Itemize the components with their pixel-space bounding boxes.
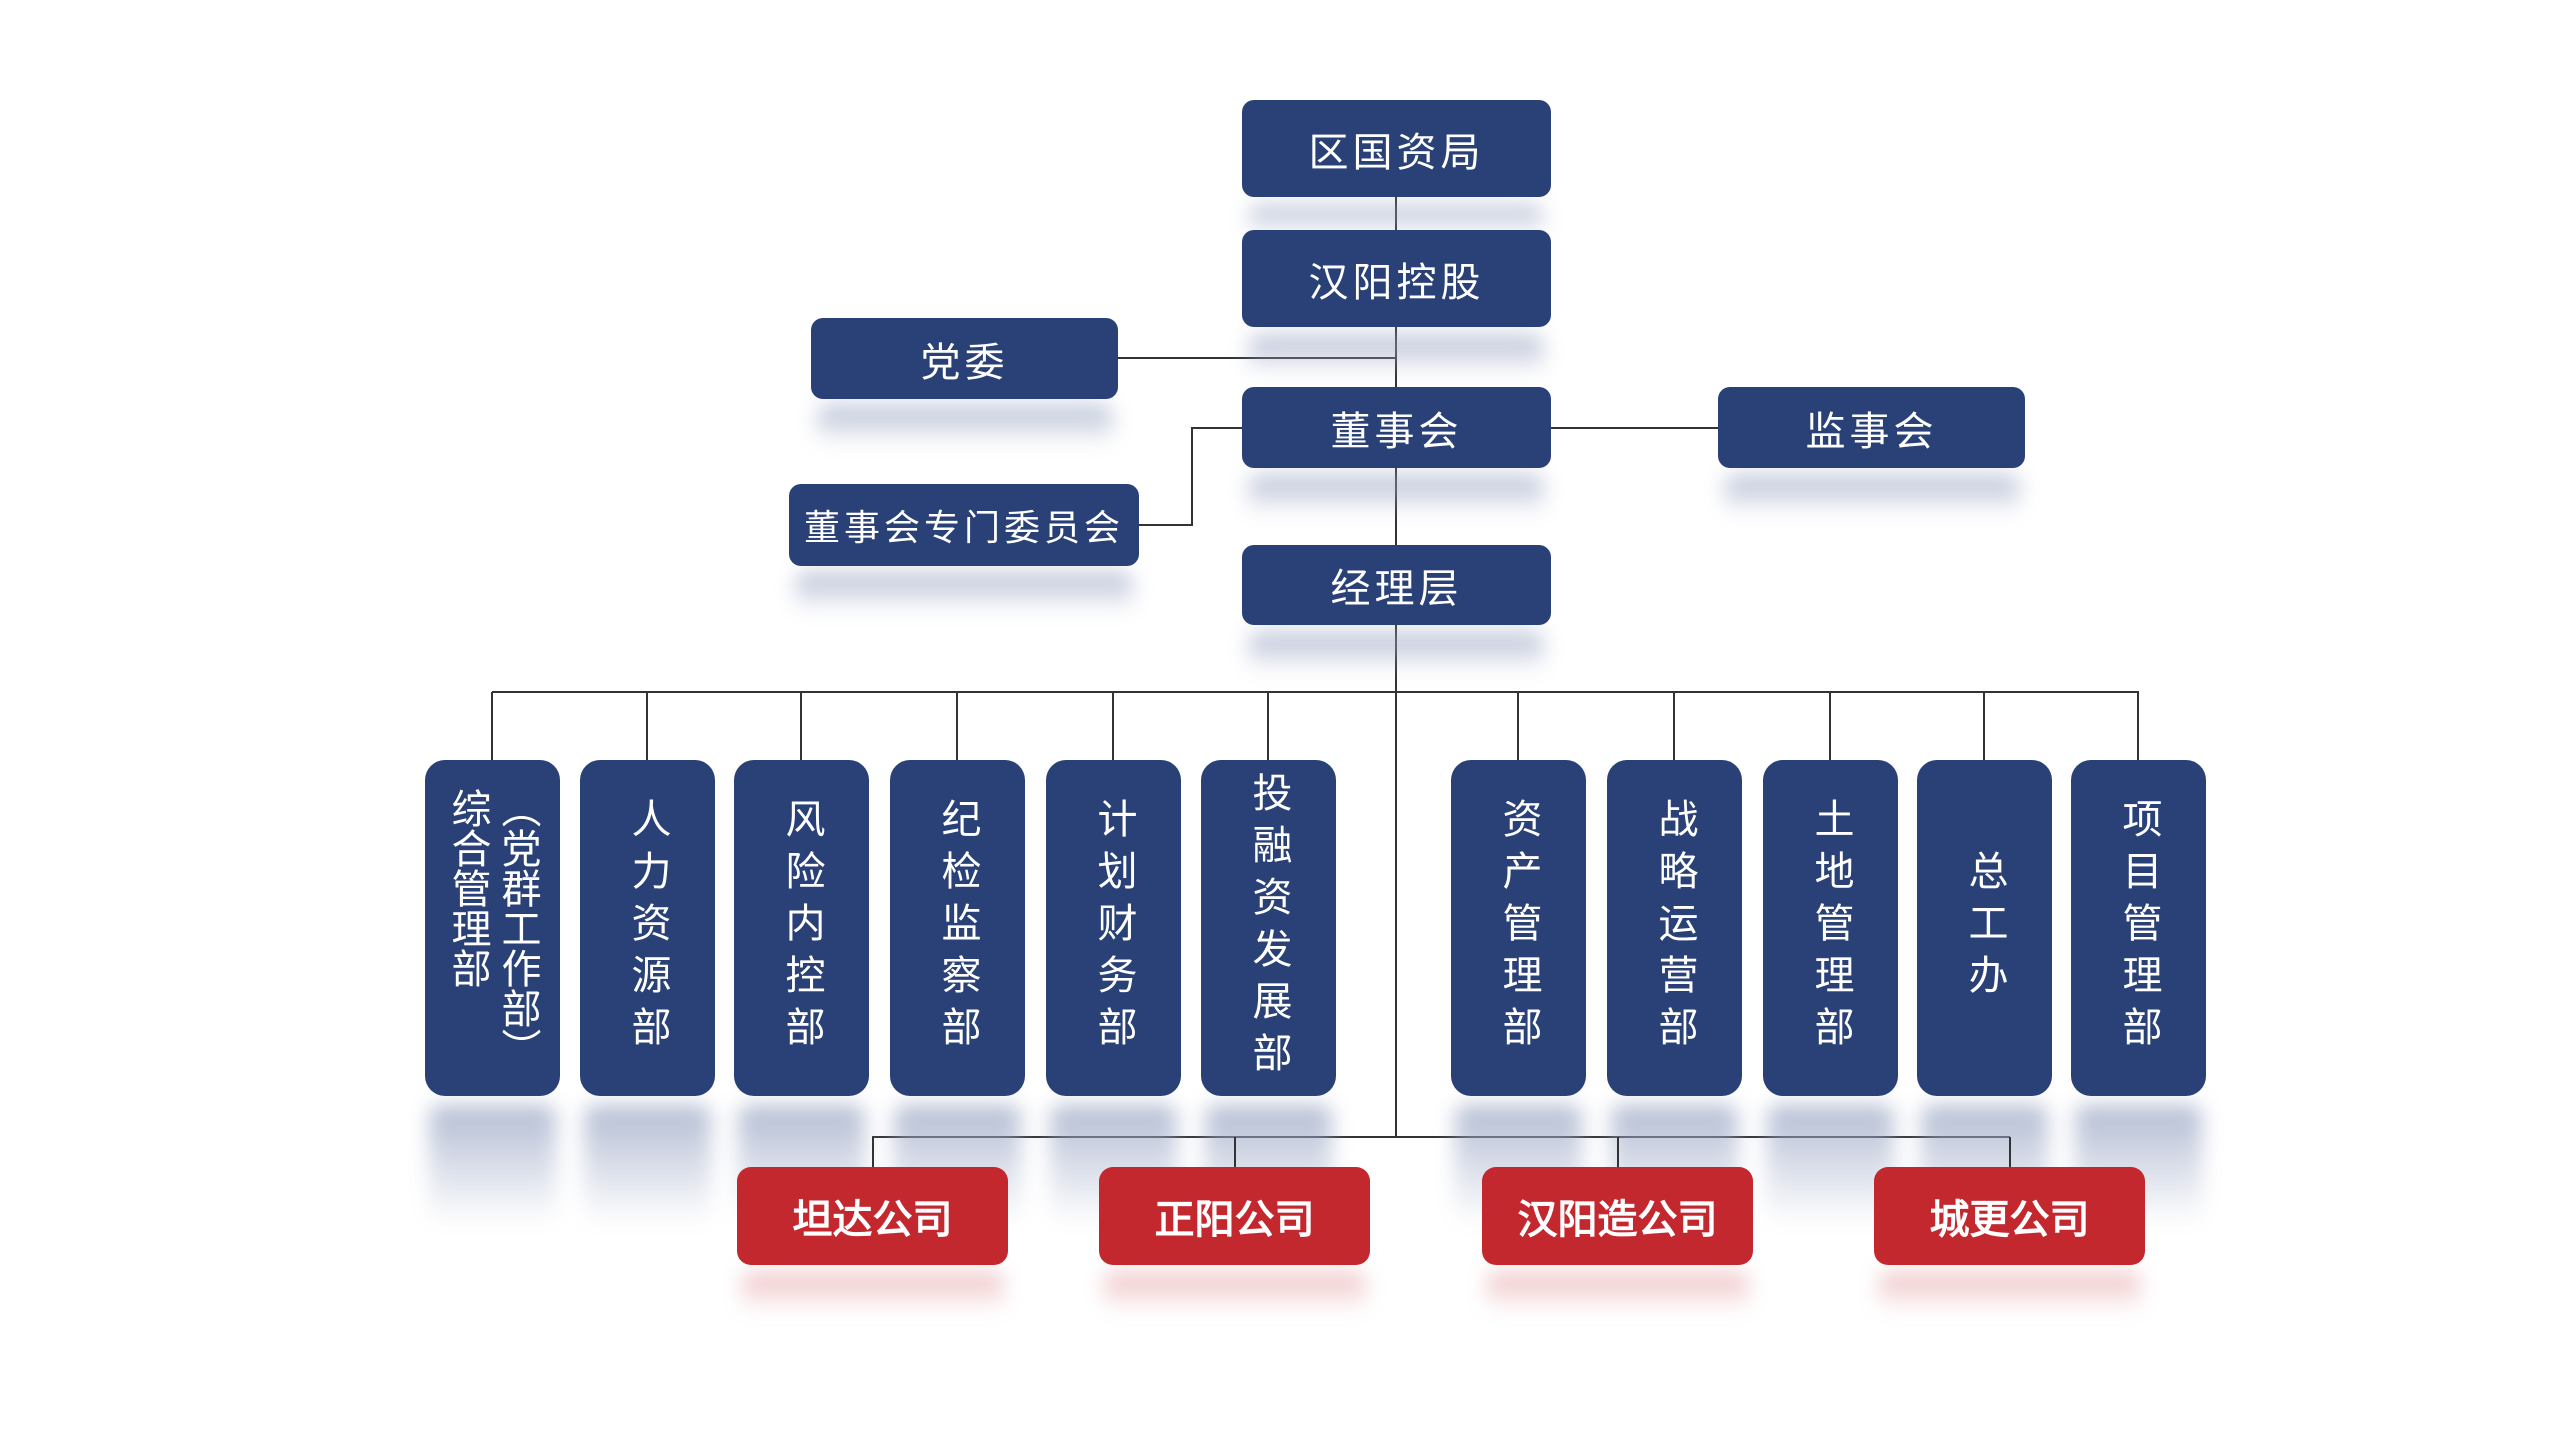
dept-node[interactable]: 投融资发展部 — [1201, 760, 1336, 1096]
connector-committee-h1 — [1139, 524, 1192, 526]
node-konggu[interactable]: 汉阳控股 — [1242, 230, 1551, 327]
reflection — [1248, 475, 1544, 515]
company-label: 汉阳造公司 — [1517, 1197, 1718, 1243]
connector-dept-drop — [491, 692, 493, 760]
dept-node[interactable]: 人力资源部 — [580, 760, 715, 1096]
dept-label: 计划财务部 — [1090, 798, 1137, 1058]
reflection — [1248, 632, 1544, 672]
connector-dept-bus — [492, 691, 2139, 693]
company-label: 坦达公司 — [792, 1197, 953, 1243]
reflection — [1767, 1105, 1894, 1225]
dept-label-main: 综合管理部 — [444, 788, 491, 988]
connector-dept-drop — [800, 692, 802, 760]
node-label: 监事会 — [1805, 408, 1938, 455]
dept-node[interactable]: 项目管理部 — [2071, 760, 2206, 1096]
dept-node[interactable]: 计划财务部 — [1046, 760, 1181, 1096]
node-label: 经理层 — [1330, 566, 1463, 612]
connector-dept-drop — [646, 692, 648, 760]
reflection — [817, 405, 1113, 445]
dept-label: 纪检监察部 — [934, 798, 981, 1058]
dept-label-sub: （党群工作部） — [494, 788, 541, 1068]
reflection — [741, 1272, 1004, 1312]
dept-label: 土地管理部 — [1807, 798, 1854, 1058]
company-node[interactable]: 汉阳造公司 — [1482, 1167, 1753, 1265]
node-label: 董事会 — [1330, 408, 1463, 455]
company-label: 正阳公司 — [1154, 1197, 1315, 1243]
dept-label: 项目管理部 — [2115, 798, 2162, 1058]
reflection — [1248, 335, 1544, 375]
dept-label: 投融资发展部 — [1245, 772, 1292, 1084]
node-label: 区国资局 — [1308, 129, 1485, 176]
connector-dept-drop — [1673, 692, 1675, 760]
dept-node[interactable]: 风险内控部 — [734, 760, 869, 1096]
dept-node[interactable]: 纪检监察部 — [890, 760, 1025, 1096]
connector-dept-drop — [1112, 692, 1114, 760]
reflection — [795, 572, 1133, 612]
connector-dept-drop — [956, 692, 958, 760]
node-jianshihui[interactable]: 监事会 — [1718, 387, 2025, 468]
node-dangwei[interactable]: 党委 — [811, 318, 1118, 399]
connector-company-drop — [1234, 1137, 1236, 1167]
connector-company-drop — [2009, 1137, 2011, 1167]
dept-label: 人力资源部 — [624, 798, 671, 1058]
connector-dept-drop — [1829, 692, 1831, 760]
node-label: 党委 — [920, 339, 1009, 386]
company-node[interactable]: 坦达公司 — [737, 1167, 1008, 1265]
reflection — [1878, 1272, 2141, 1312]
connector-dept-drop — [1983, 692, 1985, 760]
connector-company-drop — [1617, 1137, 1619, 1167]
node-guoziju[interactable]: 区国资局 — [1242, 100, 1551, 197]
dept-node[interactable]: 战略运营部 — [1607, 760, 1742, 1096]
dept-node[interactable]: 资产管理部 — [1451, 760, 1586, 1096]
dept-label: 总工办 — [1961, 850, 2008, 1006]
dept-label: 资产管理部 — [1495, 798, 1542, 1058]
connector-dept-drop — [1267, 692, 1269, 760]
connector-company-bus — [872, 1136, 2010, 1138]
company-label: 城更公司 — [1929, 1197, 2090, 1243]
node-board-committees[interactable]: 董事会专门委员会 — [789, 484, 1139, 566]
dept-node[interactable]: 综合管理部（党群工作部） — [425, 760, 560, 1096]
reflection — [584, 1105, 711, 1225]
reflection — [1486, 1272, 1749, 1312]
reflection — [429, 1105, 556, 1225]
company-node[interactable]: 城更公司 — [1874, 1167, 2145, 1265]
node-label: 汉阳控股 — [1308, 259, 1485, 306]
reflection — [1724, 475, 2020, 515]
node-management[interactable]: 经理层 — [1242, 545, 1551, 625]
connector-committee-h2 — [1191, 427, 1242, 429]
reflection — [1103, 1272, 1366, 1312]
connector-company-drop — [872, 1137, 874, 1167]
dept-node[interactable]: 总工办 — [1917, 760, 2052, 1096]
dept-label: 风险内控部 — [778, 798, 825, 1058]
connector-dept-drop — [2137, 692, 2139, 760]
dept-node[interactable]: 土地管理部 — [1763, 760, 1898, 1096]
connector-dept-drop — [1517, 692, 1519, 760]
connector-jianshihui — [1551, 427, 1718, 429]
node-dongshihui[interactable]: 董事会 — [1242, 387, 1551, 468]
connector-committee-v — [1191, 427, 1193, 526]
node-label: 董事会专门委员会 — [803, 508, 1124, 549]
company-node[interactable]: 正阳公司 — [1099, 1167, 1370, 1265]
dept-label: 战略运营部 — [1651, 798, 1698, 1058]
